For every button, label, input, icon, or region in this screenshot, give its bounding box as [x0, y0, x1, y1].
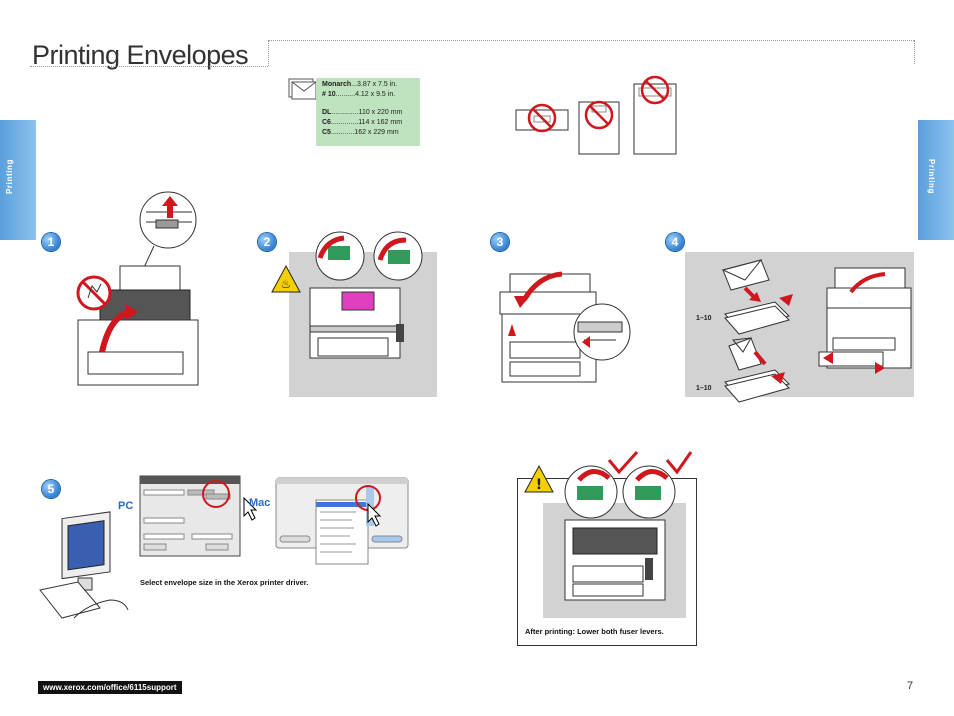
- side-tab-right: Printing: [918, 120, 954, 240]
- step-5-badge: 5: [42, 480, 60, 498]
- prohibited-envelopes-illustration: [515, 75, 677, 155]
- size-row-c6: C6..............114 x 162 mm: [322, 119, 403, 126]
- mac-label: Mac: [249, 497, 271, 509]
- svg-text:♨: ♨: [281, 277, 292, 291]
- size-row-no10: # 10..........4.12 x 9.5 in.: [322, 91, 396, 98]
- title-rule-top: [268, 40, 914, 41]
- size-row-dl: DL..............110 x 220 mm: [322, 109, 403, 116]
- step-3-illustration: [499, 271, 631, 383]
- title-rule-right: [914, 40, 915, 64]
- step-4-badge: 4: [666, 233, 684, 251]
- mac-driver-dialog: [275, 477, 409, 565]
- side-tab-left: Printing: [0, 120, 36, 240]
- step-4-illustration: [721, 259, 912, 403]
- step-3-badge: 3: [491, 233, 509, 251]
- size-row-monarch: Monarch...3.87 x 7.5 in.: [322, 81, 398, 88]
- envelope-icon: [288, 78, 317, 100]
- step-4-count-bottom: 1–10: [696, 385, 712, 392]
- step-2-illustration: ♨: [271, 231, 423, 359]
- title-rule: [30, 66, 268, 67]
- computer-illustration: [39, 511, 129, 619]
- after-printing-caption: After printing: Lower both fuser levers.: [525, 627, 664, 636]
- svg-text:!: !: [536, 477, 542, 493]
- pc-label: PC: [118, 500, 134, 512]
- step-5-caption: Select envelope size in the Xerox printe…: [140, 578, 309, 587]
- after-printing-illustration: !: [524, 450, 693, 601]
- pc-driver-dialog: [139, 475, 258, 557]
- support-url[interactable]: www.xerox.com/office/6115support: [38, 681, 182, 694]
- step-1-illustration: [76, 191, 199, 386]
- size-row-c5: C5............162 x 229 mm: [322, 129, 399, 136]
- envelope-size-list: Monarch...3.87 x 7.5 in. # 10..........4…: [316, 78, 420, 146]
- page-title: Printing Envelopes: [32, 40, 249, 70]
- step-2-badge: 2: [258, 233, 276, 251]
- side-tab-left-label: Printing: [5, 158, 15, 195]
- step-1-badge: 1: [42, 233, 60, 251]
- side-tab-right-label: Printing: [927, 158, 937, 195]
- page-number: 7: [907, 680, 914, 692]
- step-4-count-top: 1–10: [696, 315, 712, 322]
- title-rule-vertical: [268, 40, 269, 66]
